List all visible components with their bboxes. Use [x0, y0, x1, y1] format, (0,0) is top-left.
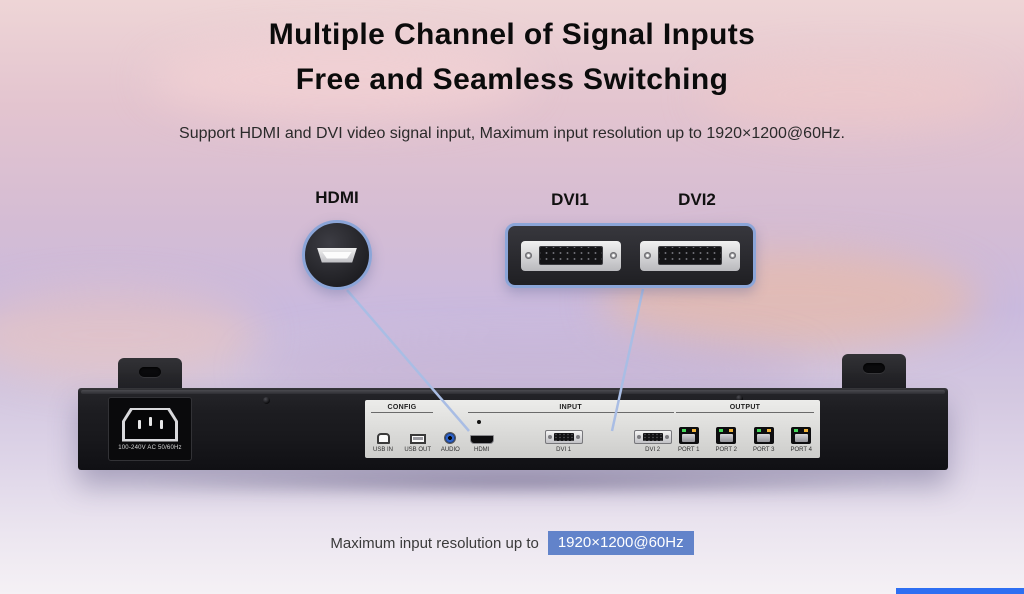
hdmi-callout-bubble [302, 220, 372, 290]
rj45-port-1: PORT 1 [678, 416, 699, 454]
dvi-pins-icon [539, 246, 603, 265]
port4-label: PORT 4 [790, 447, 812, 453]
dvi-pins-icon [658, 246, 722, 265]
port3-label: PORT 3 [752, 447, 775, 453]
dvi1-port-label: DVI 1 [556, 447, 572, 453]
dvi-screw-icon [547, 435, 552, 439]
section-input: INPUT HDMI DVI 1 [467, 403, 674, 454]
dvi2-callout-label: DVI2 [678, 190, 716, 209]
usb-out-label: USB OUT [404, 447, 431, 453]
dvi2-input-port: DVI 2 [633, 416, 672, 454]
cloud-decoration [700, 60, 1000, 130]
section-head-spacer [435, 403, 465, 413]
device-rear-panel: 100-240V AC 50/60Hz CONFIG USB IN USB OU… [78, 350, 948, 485]
hdmi-connector-slot [322, 251, 352, 259]
rack-ear-right [842, 354, 906, 394]
rj45-port-icon [678, 427, 699, 444]
port2-label: PORT 2 [715, 447, 737, 453]
section-title-output: OUTPUT [675, 403, 814, 413]
config-ports: USB IN USB OUT [371, 413, 433, 454]
dvi-pins-icon [553, 433, 574, 441]
rj45-port-icon [753, 427, 774, 444]
usb-in-label: USB IN [373, 447, 394, 453]
io-panel: CONFIG USB IN USB OUT [365, 400, 820, 458]
device-chassis: 100-240V AC 50/60Hz CONFIG USB IN USB OU… [78, 388, 948, 470]
rj45-port-2: PORT 2 [715, 416, 737, 454]
dvi-screw-icon [664, 435, 669, 439]
dvi1-callout-label: DVI1 [551, 190, 589, 209]
iec-pin [148, 416, 152, 426]
rj45-port-icon [716, 427, 737, 444]
usb-in-port: USB IN [373, 416, 393, 454]
dvi-screw-icon [729, 252, 736, 259]
chassis-top-bevel [81, 390, 945, 394]
output-ports: PORT 1 PORT 2 PORT 3 PORT 4 [676, 413, 814, 454]
audio-port: AUDIO [441, 416, 460, 454]
usb-b-port-icon [376, 433, 390, 444]
screw-icon [263, 397, 270, 404]
power-rating-label: 100-240V AC 50/60Hz [118, 444, 182, 451]
dvi-screw-icon [636, 435, 641, 439]
iec-socket-cavity [125, 410, 175, 439]
section-audio: AUDIO [435, 403, 465, 454]
dvi-port-icon [544, 430, 583, 444]
led-dot-icon [477, 420, 481, 424]
footer-text: Maximum input resolution up to [330, 534, 539, 552]
dvi-pins-icon [642, 433, 663, 441]
usb-a-port-icon [409, 434, 426, 444]
page-title: Multiple Channel of Signal Inputs Free a… [0, 12, 1024, 102]
port1-label: PORT 1 [677, 447, 700, 453]
dvi-screw-icon [575, 435, 580, 439]
rj45-port-icon [791, 427, 812, 444]
title-line-2: Free and Seamless Switching [295, 63, 729, 96]
dvi1-input-port: DVI 1 [544, 416, 583, 454]
dvi2-port-label: DVI 2 [645, 447, 661, 453]
dvi1-connector-icon [521, 240, 621, 271]
section-config: CONFIG USB IN USB OUT [371, 403, 433, 454]
section-output: OUTPUT PORT 1 PORT 2 PORT 3 [675, 403, 814, 454]
resolution-badge: 1920×1200@60Hz [547, 531, 694, 555]
device-shadow [120, 468, 910, 496]
dvi-port-icon [633, 430, 672, 444]
hdmi-port-label: HDMI [473, 447, 490, 453]
power-inlet-module: 100-240V AC 50/60Hz [108, 397, 192, 461]
hdmi-input-port: HDMI [469, 416, 494, 454]
iec-pin [159, 420, 163, 429]
dvi-callout-bubble [505, 223, 756, 288]
hdmi-port-icon [469, 435, 494, 444]
title-line-1: Multiple Channel of Signal Inputs [268, 18, 756, 51]
audio-label: AUDIO [440, 447, 460, 453]
rj45-port-3: PORT 3 [753, 416, 774, 454]
section-title-input: INPUT [467, 403, 674, 413]
hdmi-callout-label: HDMI [315, 188, 359, 207]
iec-socket-icon [122, 407, 178, 442]
bottom-accent-bar [896, 588, 1024, 594]
hdmi-connector-icon [317, 247, 357, 263]
usb-out-port: USB OUT [404, 416, 431, 454]
rj45-port-4: PORT 4 [790, 416, 812, 454]
iec-pin [137, 420, 141, 429]
subtitle: Support HDMI and DVI video signal input,… [179, 125, 845, 142]
dvi-screw-icon [525, 252, 532, 259]
screw-icon [736, 395, 743, 402]
dvi-screw-icon [644, 252, 651, 259]
footer-caption: Maximum input resolution up to 1920×1200… [0, 531, 1024, 555]
cloud-decoration [150, 40, 530, 120]
audio-jack-icon [444, 432, 457, 444]
section-title-config: CONFIG [371, 403, 433, 413]
dvi-screw-icon [610, 252, 617, 259]
dvi2-connector-icon [640, 240, 740, 271]
input-ports: HDMI DVI 1 [468, 413, 674, 454]
audio-ports: AUDIO [435, 413, 465, 454]
